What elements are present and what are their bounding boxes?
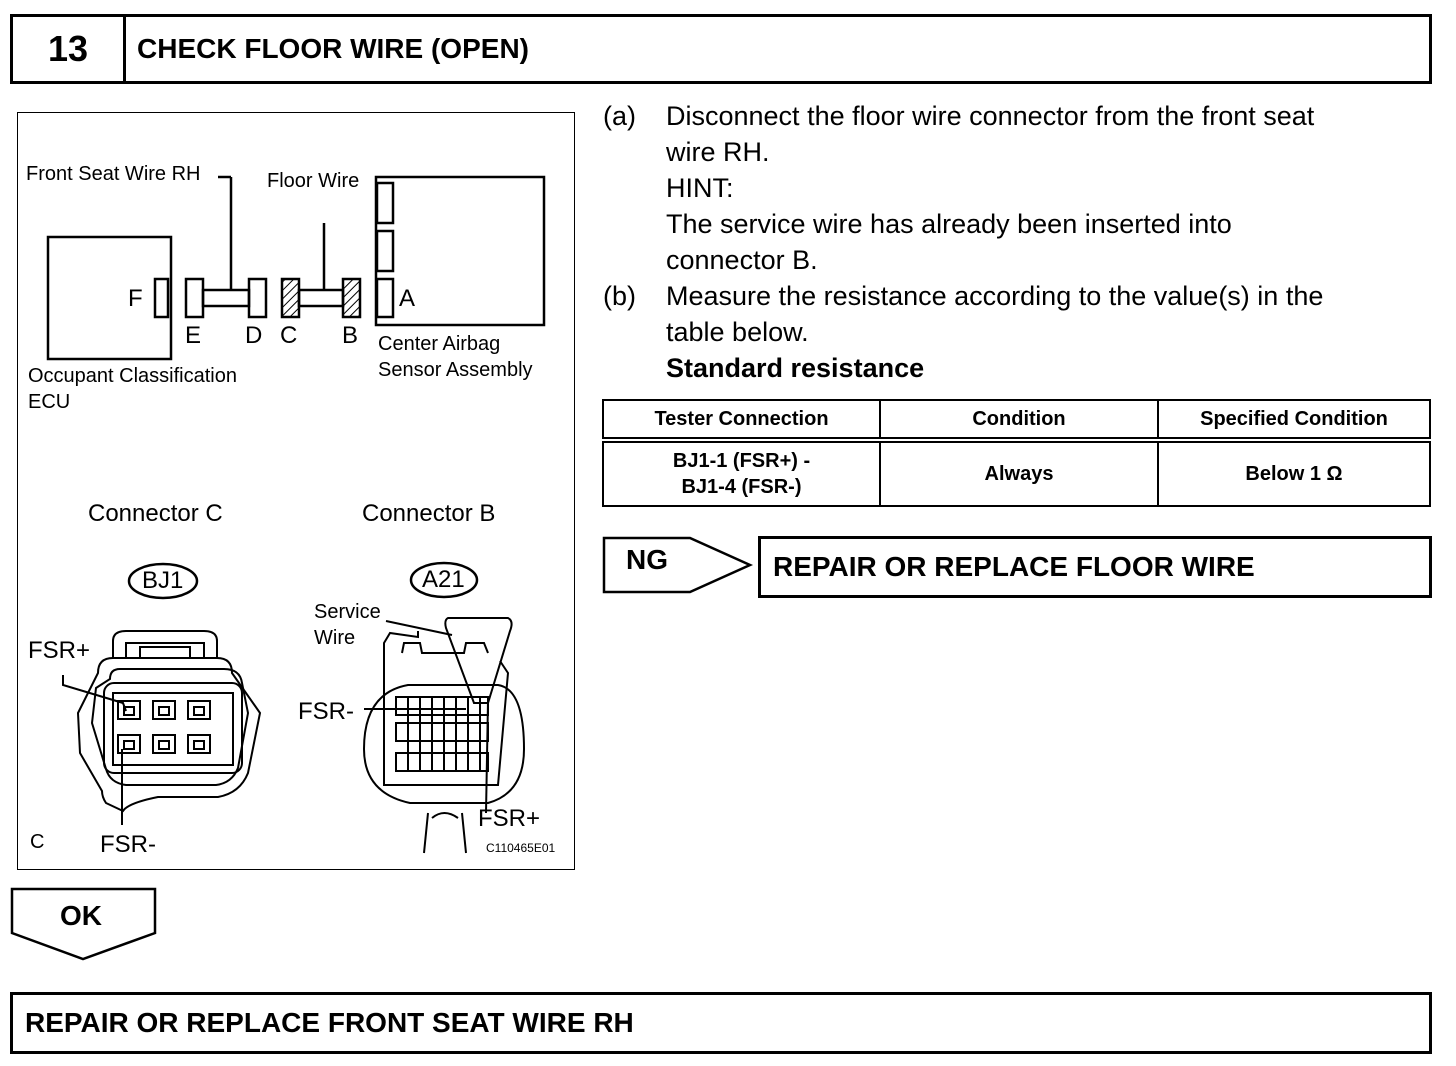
label-fsr-minus-right: FSR-: [298, 698, 354, 725]
label-occupant-2: ECU: [28, 391, 71, 413]
ng-label: NG: [626, 544, 668, 575]
hint-line1: The service wire has already been insert…: [666, 209, 1232, 239]
connector-f: [153, 277, 170, 319]
instruction-b-line1: Measure the resistance according to the …: [666, 281, 1324, 311]
table-cell-connection: BJ1-1 (FSR+) - BJ1-4 (FSR-): [602, 439, 881, 507]
label-connector-c-title: Connector C: [88, 500, 223, 527]
connector-c-drawing: [62, 630, 262, 825]
label-floor-wire: Floor Wire: [267, 170, 360, 192]
ok-result-box: REPAIR OR REPLACE FRONT SEAT WIRE RH: [10, 992, 1432, 1054]
instructions: (a) Disconnect the floor wire connector …: [603, 98, 1433, 386]
label-connector-c: C: [280, 322, 298, 349]
instruction-a-line2: wire RH.: [666, 137, 770, 167]
label-connector-a: A: [399, 285, 416, 312]
step-number: 13: [13, 17, 126, 81]
label-connector-b: B: [342, 322, 359, 349]
label-center-airbag-1: Center Airbag: [378, 333, 501, 355]
instruction-b-letter: (b): [603, 281, 636, 311]
occupant-ecu-box: [46, 235, 173, 361]
figure-code: C110465E01: [486, 841, 556, 855]
connector-d: [247, 277, 268, 319]
label-connector-e: E: [185, 322, 202, 349]
step-title: CHECK FLOOR WIRE (OPEN): [137, 33, 529, 64]
floor-wire-bar: [297, 288, 345, 308]
instruction-b-line2: table below.: [666, 317, 809, 347]
connection-line2: BJ1-4 (FSR-): [681, 476, 802, 498]
a21-oval: [409, 561, 479, 599]
ok-label: OK: [60, 900, 102, 931]
label-connector-f: F: [128, 285, 143, 312]
wiring-diagram: [46, 175, 546, 854]
label-service-wire-1: Service: [314, 601, 381, 623]
connector-b: [341, 277, 362, 319]
label-fsr-minus-left: FSR-: [100, 831, 156, 858]
label-fsr-plus-right: FSR+: [478, 805, 541, 832]
connector-a: [375, 277, 395, 319]
standard-resistance-label: Standard resistance: [666, 353, 925, 383]
label-bj1: BJ1: [142, 567, 184, 594]
connector-e: [184, 277, 205, 319]
ng-result-text: REPAIR OR REPLACE FLOOR WIRE: [773, 551, 1255, 582]
table-header-tester: Tester Connection: [602, 399, 881, 443]
instruction-a-letter: (a): [603, 101, 636, 131]
connector-b-drawing: [362, 617, 526, 854]
table-cell-condition: Always: [879, 439, 1159, 507]
label-c-corner: C: [30, 831, 45, 853]
label-center-airbag-2: Sensor Assembly: [378, 359, 533, 381]
table-header-condition: Condition: [879, 399, 1159, 443]
hint-line2: connector B.: [666, 245, 818, 275]
label-connector-b-title: Connector B: [362, 500, 496, 527]
ng-result-box: REPAIR OR REPLACE FLOOR WIRE: [758, 536, 1432, 598]
step-header: 13 CHECK FLOOR WIRE (OPEN): [10, 14, 1432, 84]
table-row: BJ1-1 (FSR+) - BJ1-4 (FSR-) Always Below…: [602, 439, 1431, 507]
connection-line1: BJ1-1 (FSR+) -: [672, 450, 811, 472]
instruction-b: (b) Measure the resistance according to …: [603, 278, 1433, 386]
connector-c: [280, 277, 301, 319]
label-a21: A21: [422, 566, 465, 593]
table-header-row: Tester Connection Condition Specified Co…: [602, 399, 1431, 443]
wiring-figure: Front Seat Wire RH Floor Wire F E D C B …: [17, 112, 575, 870]
label-service-wire-2: Wire: [314, 627, 356, 649]
bj1-oval: [127, 562, 199, 600]
instruction-a-line1: Disconnect the floor wire connector from…: [666, 101, 1315, 131]
label-occupant-1: Occupant Classification: [28, 365, 237, 387]
label-front-seat-wire: Front Seat Wire RH: [26, 163, 201, 185]
ok-arrow-icon: [10, 887, 157, 961]
label-fsr-plus-left: FSR+: [28, 637, 91, 664]
label-connector-d: D: [245, 322, 263, 349]
ng-arrow-icon: [602, 536, 754, 594]
spec-table: Tester Connection Condition Specified Co…: [602, 399, 1431, 507]
hint-label: HINT:: [666, 173, 734, 203]
table-cell-spec: Below 1 Ω: [1157, 439, 1431, 507]
table-header-spec: Specified Condition: [1157, 399, 1431, 443]
instruction-a: (a) Disconnect the floor wire connector …: [603, 98, 1433, 278]
ok-result-text: REPAIR OR REPLACE FRONT SEAT WIRE RH: [25, 1007, 634, 1038]
front-seat-wire-bar: [201, 288, 251, 308]
